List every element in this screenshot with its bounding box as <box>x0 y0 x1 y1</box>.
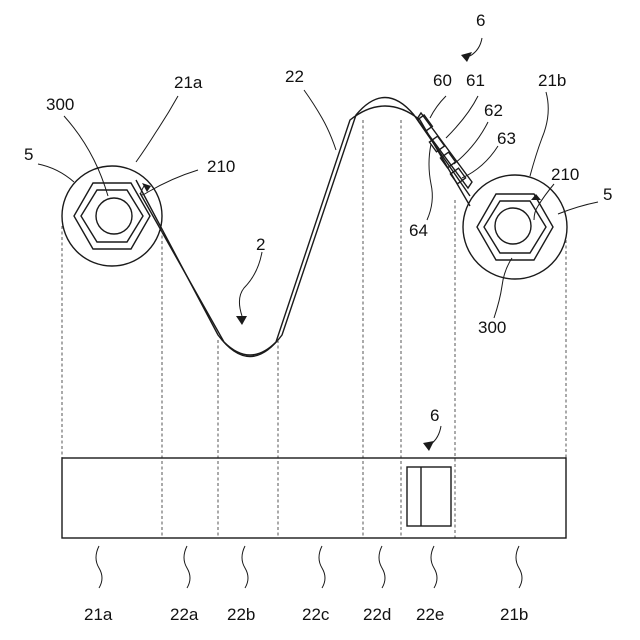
leader-5-left <box>38 164 74 182</box>
right-hex-nut-outer <box>477 194 553 260</box>
left-shaft <box>96 198 132 234</box>
label-63: 63 <box>497 129 516 148</box>
label-6-bottom: 6 <box>430 406 439 425</box>
right-shaft <box>495 208 531 244</box>
label-300-left: 300 <box>46 95 74 114</box>
leader-22e <box>431 546 437 588</box>
arrow-6-top <box>470 38 482 56</box>
label-62: 62 <box>484 101 503 120</box>
bottom-label-22d: 22d <box>363 605 391 624</box>
label-21b-top: 21b <box>538 71 566 90</box>
label-210-right: 210 <box>551 165 579 184</box>
leader-60 <box>430 96 446 118</box>
leader-21a-top <box>136 96 178 162</box>
label-22-top: 22 <box>285 67 304 86</box>
bottom-label-22b: 22b <box>227 605 255 624</box>
label-5-left: 5 <box>24 145 33 164</box>
leader-22d <box>379 546 385 588</box>
right-roller-circle <box>463 175 567 279</box>
bottom-label-21a: 21a <box>84 605 113 624</box>
leader-22-top <box>304 90 336 150</box>
leader-21b-bottom <box>516 546 522 588</box>
bottom-label-21b: 21b <box>500 605 528 624</box>
left-hex-nut-outer <box>74 183 150 249</box>
label-2: 2 <box>256 235 265 254</box>
arrow-210-right-head <box>531 194 541 200</box>
label-210-left: 210 <box>207 157 235 176</box>
plan-view-outline <box>62 458 566 538</box>
left-roller-circle <box>62 166 162 266</box>
arrows <box>141 38 554 451</box>
leader-lines <box>38 90 598 588</box>
right-roller <box>463 175 567 279</box>
arrow-2-head <box>236 316 247 325</box>
label-61: 61 <box>466 71 485 90</box>
leader-22b <box>242 546 248 588</box>
bottom-label-22a: 22a <box>170 605 199 624</box>
sensor-plan-box <box>407 467 451 526</box>
left-roller <box>62 166 162 266</box>
leader-22a <box>184 546 190 588</box>
leader-22c <box>319 546 325 588</box>
label-21a-top: 21a <box>174 73 203 92</box>
leader-21b-top <box>530 92 548 176</box>
arrow-6-top-head <box>461 52 472 62</box>
plan-view <box>62 458 566 538</box>
leader-61 <box>446 96 478 138</box>
label-60: 60 <box>433 71 452 90</box>
reference-labels: 6 60 61 62 63 64 21a 21b 22 300 300 5 5 … <box>24 11 612 624</box>
arrow-6-bottom-head <box>423 441 434 451</box>
label-64: 64 <box>409 221 428 240</box>
arrow-2 <box>239 252 262 316</box>
bottom-label-22e: 22e <box>416 605 444 624</box>
bottom-label-22c: 22c <box>302 605 330 624</box>
leader-62 <box>454 122 488 164</box>
leader-21a-bottom <box>96 546 102 588</box>
label-5-right: 5 <box>603 185 612 204</box>
label-6-top: 6 <box>476 11 485 30</box>
leader-64 <box>427 144 432 220</box>
label-300-right: 300 <box>478 318 506 337</box>
leader-300-right <box>494 258 512 318</box>
leader-300-left <box>64 116 108 196</box>
